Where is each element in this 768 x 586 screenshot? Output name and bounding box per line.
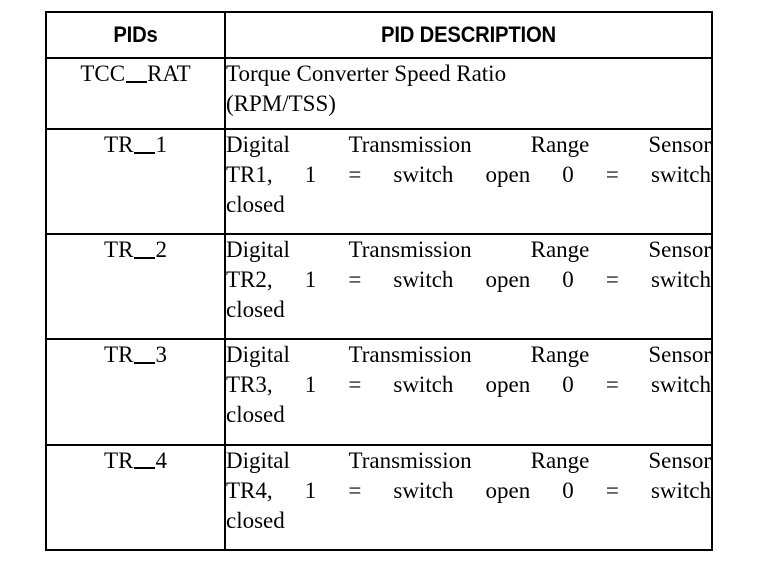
column-header-pid-description-label: PID DESCRIPTION	[381, 22, 556, 47]
table-row: TR 1 Digital Transmission Range Sensor TR…	[45, 127, 713, 236]
table-row: TCC RAT Torque Converter Speed Ratio (RPM…	[45, 57, 713, 130]
pid-name-prefix: TCC	[80, 61, 126, 86]
column-header-pids: PIDs	[52, 11, 219, 59]
description-line: Digital Transmission Range Sensor	[226, 237, 711, 263]
description-line: closed	[226, 402, 285, 428]
double-underscore-glyph	[133, 467, 156, 470]
pid-name-suffix: 3	[155, 342, 167, 368]
table-row: TR 2 Digital Transmission Range Sensor TR…	[45, 233, 713, 341]
pid-name-cell: TCC RAT	[45, 57, 226, 130]
pid-description-cell: Digital Transmission Range Sensor TR2, 1…	[224, 233, 713, 341]
pid-name-prefix: TR	[104, 447, 134, 473]
description-line: Digital Transmission Range Sensor	[226, 342, 711, 368]
description-line: closed	[226, 297, 285, 323]
pid-name-suffix: 2	[155, 237, 167, 263]
pid-description-cell: Digital Transmission Range Sensor TR4, 1…	[224, 443, 713, 552]
pid-name-suffix: 1	[155, 131, 167, 157]
table-body: TCC RAT Torque Converter Speed Ratio (RPM…	[45, 57, 713, 552]
double-underscore-glyph	[133, 256, 156, 259]
column-header-pid-description: PID DESCRIPTION	[243, 11, 694, 59]
double-underscore-glyph	[125, 80, 147, 83]
pid-name-cell: TR 1	[45, 127, 226, 236]
table-header-row: PIDs PID DESCRIPTION	[46, 11, 712, 59]
pid-name-suffix: RAT	[147, 61, 191, 86]
description-line: closed	[226, 507, 285, 533]
description-line: TR4, 1 = switch open 0 = switch	[226, 477, 711, 503]
pid-name-cell: TR 3	[45, 338, 226, 446]
pid-name-prefix: TR	[104, 342, 134, 368]
description-line: Digital Transmission Range Sensor	[226, 131, 711, 157]
pid-description-table: PIDs PID DESCRIPTION TCC RAT Torque Conve…	[45, 11, 713, 552]
pid-name-cell: TR 4	[45, 443, 226, 552]
pid-name-suffix: 4	[155, 447, 167, 473]
pid-name-cell: TR 2	[45, 233, 226, 341]
column-header-pids-label: PIDs	[113, 22, 158, 47]
description-line: TR3, 1 = switch open 0 = switch	[226, 372, 711, 398]
pid-description-cell: Torque Converter Speed Ratio (RPM/TSS)	[224, 57, 713, 130]
description-line: Torque Converter Speed Ratio	[226, 61, 507, 86]
pid-description-cell: Digital Transmission Range Sensor TR3, 1…	[224, 338, 713, 446]
pid-name-prefix: TR	[104, 237, 134, 263]
table-row: TR 3 Digital Transmission Range Sensor TR…	[45, 338, 713, 446]
description-line: TR2, 1 = switch open 0 = switch	[226, 267, 711, 293]
description-line: (RPM/TSS)	[226, 91, 336, 116]
description-line: closed	[226, 191, 285, 217]
table-row: TR 4 Digital Transmission Range Sensor TR…	[45, 443, 713, 552]
double-underscore-glyph	[133, 151, 156, 154]
pid-description-cell: Digital Transmission Range Sensor TR1, 1…	[224, 127, 713, 236]
description-line: Digital Transmission Range Sensor	[226, 447, 711, 473]
description-line: TR1, 1 = switch open 0 = switch	[226, 161, 711, 187]
pid-name-prefix: TR	[104, 131, 134, 157]
double-underscore-glyph	[133, 362, 156, 365]
